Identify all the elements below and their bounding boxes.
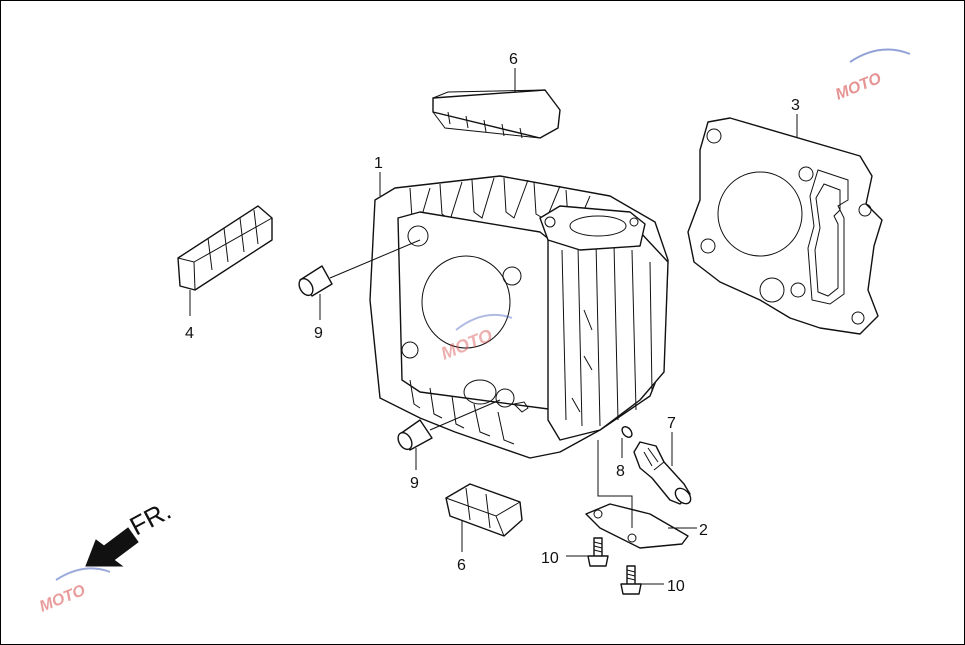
leader-lines <box>189 68 798 585</box>
callout-5: 6 <box>509 51 518 68</box>
callout-labels: 6 1 3 4 9 9 6 8 7 2 10 10 <box>185 51 800 595</box>
part-1-cylinder-block <box>369 175 669 459</box>
callout-2: 2 <box>699 522 708 539</box>
callout-9-upper: 9 <box>314 325 323 342</box>
part-7-temperature-sensor <box>633 441 692 505</box>
part-6-rubber-damper <box>445 483 523 537</box>
part-3-gasket <box>687 117 883 335</box>
part-9-dowel-pin-lower <box>397 419 433 451</box>
front-direction-arrow: FR. <box>85 495 176 567</box>
part-2-bracket <box>585 503 689 549</box>
callout-10-right: 10 <box>667 578 685 595</box>
part-8-o-ring <box>621 426 633 438</box>
callout-9-lower: 9 <box>410 475 419 492</box>
svg-text:MOTO: MOTO <box>833 70 884 104</box>
callout-6: 6 <box>457 557 466 574</box>
callout-1: 1 <box>374 155 383 172</box>
callout-8: 8 <box>616 463 625 480</box>
callout-10-left: 10 <box>541 550 559 567</box>
part-5-rubber-damper <box>432 89 561 139</box>
part-10-bolt-left <box>587 537 609 567</box>
watermark-logo-top-right: MOTO <box>833 48 911 104</box>
part-10-bolt-right <box>620 565 642 595</box>
watermark-logo-bottom-left: MOTO <box>37 567 111 616</box>
callout-3: 3 <box>791 97 800 114</box>
callout-7: 7 <box>667 415 676 432</box>
part-9-dowel-pin-upper <box>298 265 333 297</box>
svg-text:MOTO: MOTO <box>37 582 88 616</box>
part-4-rubber-damper <box>177 205 273 291</box>
callout-4: 4 <box>185 325 194 342</box>
